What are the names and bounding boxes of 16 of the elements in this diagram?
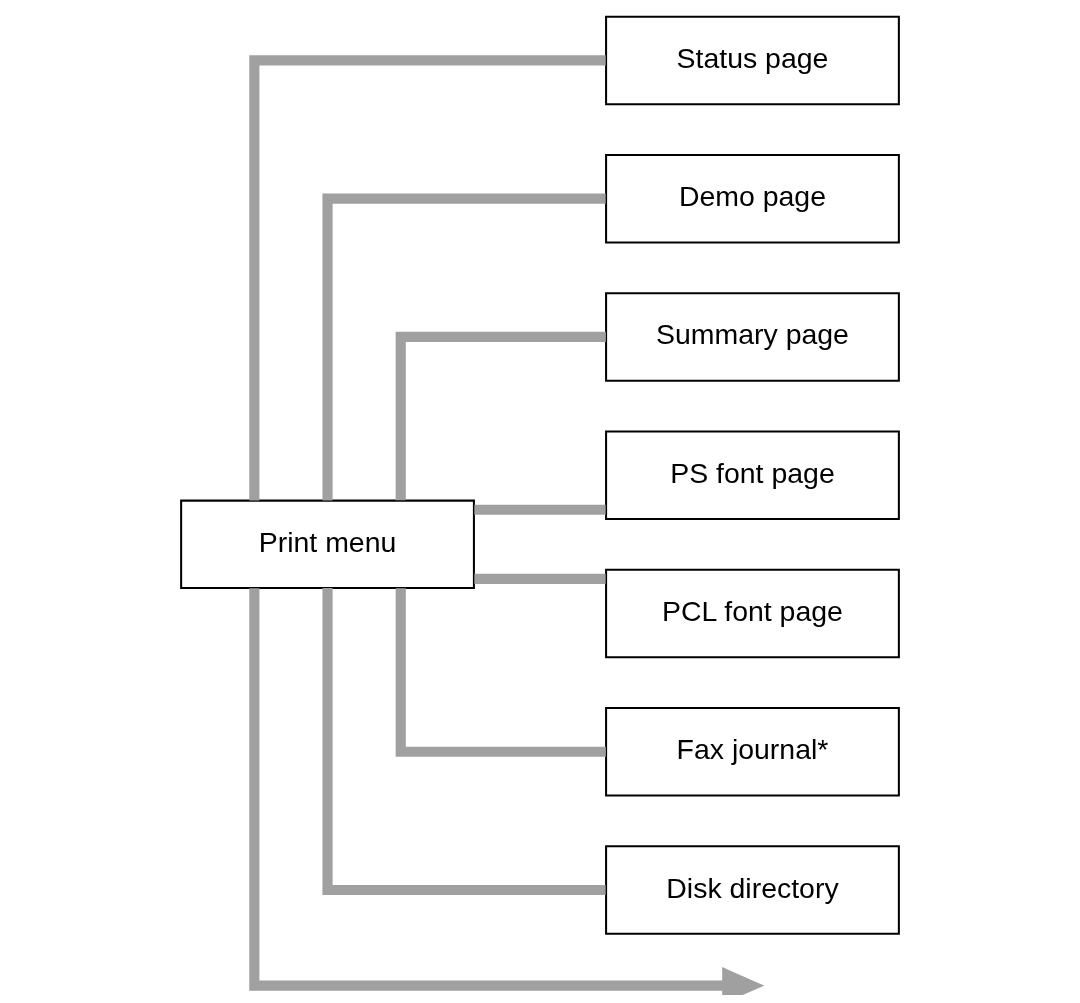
node-box: Demo page (605, 153, 900, 244)
connector (322, 193, 606, 501)
connector (395, 331, 606, 501)
connector (474, 573, 606, 584)
node-box: PCL font page (605, 568, 900, 659)
node-box: Disk directory (605, 845, 900, 935)
connector (395, 588, 606, 757)
node-box: Summary page (605, 292, 900, 382)
arrow (249, 588, 765, 995)
connector (249, 55, 606, 501)
node-box: PS font page (605, 430, 900, 520)
connector (322, 588, 606, 896)
node-box: Print menu (180, 499, 475, 590)
node-box: Status page (605, 15, 900, 106)
node-box: Fax journal* (605, 707, 900, 797)
connector (474, 504, 606, 515)
